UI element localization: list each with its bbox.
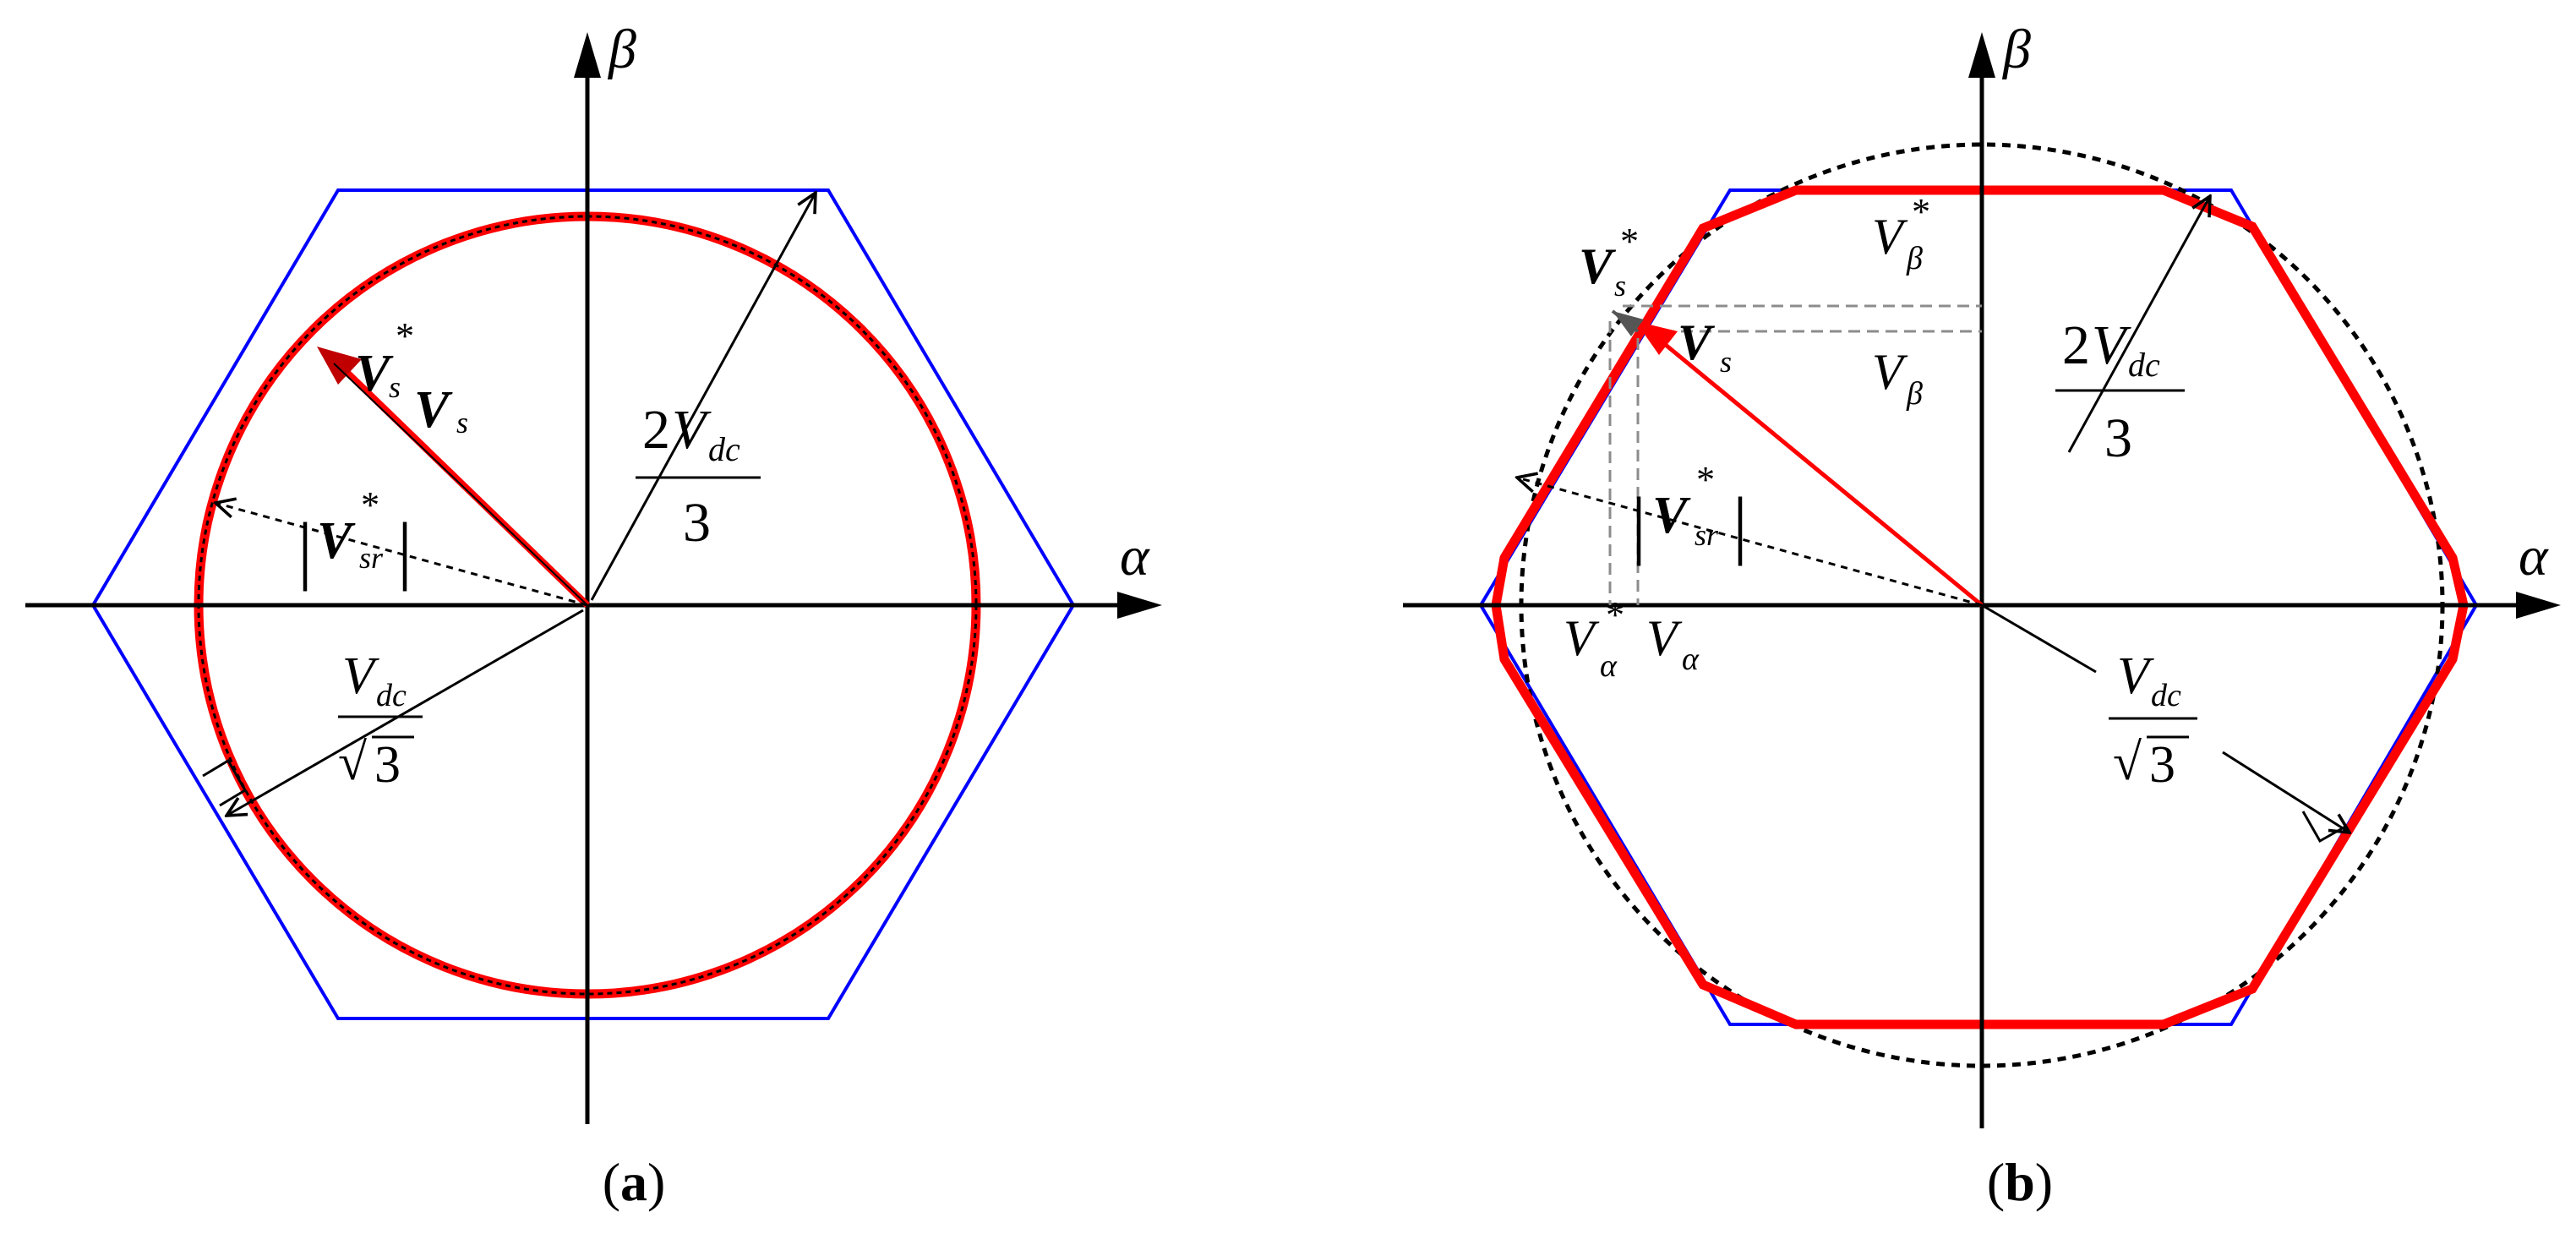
vsr-radius-line-b xyxy=(1517,478,1983,607)
frac-num-two-a: 2 xyxy=(642,399,670,461)
panel-b: β α V * s V s V * β V β | V * sr | V * α… xyxy=(1403,19,2561,1212)
vs-star-vector xyxy=(333,363,588,606)
vs-star-label-a: V xyxy=(355,345,394,402)
projection-lines xyxy=(1608,304,1982,605)
right-angle-mark-b xyxy=(2301,811,2346,844)
vs-star-label-b: V xyxy=(1579,238,1617,294)
vsr-sup-b: * xyxy=(1695,459,1713,500)
caption-a: (a) xyxy=(603,1152,666,1212)
frac-num-two-b: 2 xyxy=(2062,314,2090,376)
vdc-num-sub-b: dc xyxy=(2151,678,2181,713)
vbeta-sub: β xyxy=(1906,376,1923,412)
vs-star-sup-b: * xyxy=(1618,221,1637,262)
beta-label-a: β xyxy=(607,19,636,80)
abs-bar-right-a: | xyxy=(397,508,412,592)
two-vdc-over-three-pointer-b xyxy=(2067,196,2210,453)
vs-vector-b xyxy=(1651,332,1984,607)
frac-num-sub-a: dc xyxy=(708,430,740,468)
vs-label-b: V xyxy=(1678,314,1716,370)
valpha-star-sub: α xyxy=(1600,648,1618,684)
panel-a: β α V * s V s | V * sr | 2 V dc 3 V dc √… xyxy=(25,19,1162,1212)
vsr-sub-b: sr xyxy=(1695,518,1719,552)
vdc-over-sqrt3-pointer-b xyxy=(1981,603,2097,674)
right-angle-mark-a xyxy=(202,758,248,807)
frac-den-three-b: 3 xyxy=(2104,407,2132,469)
vdc-over-sqrt3-pointer-b2 xyxy=(2222,751,2350,833)
beta-axis-arrowhead xyxy=(574,32,601,78)
vdc-num-v-b: V xyxy=(2117,647,2154,705)
vs-star-sub-a: s xyxy=(389,370,401,404)
abs-bar-left-b: | xyxy=(1631,483,1646,566)
valpha-label: V xyxy=(1646,610,1683,666)
vdc-num-sub-a: dc xyxy=(376,678,407,713)
vs-sub-b: s xyxy=(1720,345,1732,379)
vs-star-sub-b: s xyxy=(1614,269,1626,303)
frac-den-three-a: 3 xyxy=(683,492,711,554)
vsr-sub-a: sr xyxy=(359,541,384,575)
frac-num-v-a: V xyxy=(672,399,712,461)
vdc-num-v-a: V xyxy=(342,647,379,705)
vsr-label-a: V xyxy=(317,512,356,570)
vbeta-star-label: V xyxy=(1872,209,1908,265)
vs-star-sup-a: * xyxy=(394,315,412,357)
vs-sub-a: s xyxy=(456,406,468,440)
sqrt-three-a: 3 xyxy=(374,736,401,794)
sqrt-three-b: 3 xyxy=(2149,736,2175,794)
sqrt-sign-b: √ xyxy=(2113,734,2142,791)
vdc-over-sqrt3-pointer xyxy=(226,609,584,816)
valpha-star-sup: * xyxy=(1604,594,1623,636)
frac-num-v-b: V xyxy=(2092,314,2131,376)
frac-num-sub-b: dc xyxy=(2128,346,2160,384)
vs-star-arrowhead-b xyxy=(1613,311,1644,336)
vsr-sup-a: * xyxy=(359,484,378,526)
sqrt-sign-a: √ xyxy=(338,734,367,791)
abs-bar-left-a: | xyxy=(297,508,313,592)
vbeta-label: V xyxy=(1872,344,1908,400)
beta-label-b: β xyxy=(2001,19,2031,80)
valpha-star-label: V xyxy=(1564,610,1600,666)
vs-label-a: V xyxy=(414,381,453,439)
vs-vector-arrowhead xyxy=(317,347,362,385)
alpha-axis-arrowhead-b xyxy=(2516,592,2561,619)
vbeta-star-sub: β xyxy=(1906,241,1923,276)
vsr-label-b: V xyxy=(1652,487,1691,544)
vs-vector-arrowhead-b xyxy=(1635,321,1678,355)
abs-bar-right-b: | xyxy=(1733,483,1748,566)
two-vdc-over-three-pointer xyxy=(590,193,816,601)
vbeta-star-sup: * xyxy=(1910,191,1929,232)
beta-axis-arrowhead-b xyxy=(1968,32,1995,78)
valpha-sub: α xyxy=(1682,642,1700,677)
caption-b: (b) xyxy=(1987,1152,2053,1212)
alpha-label-b: α xyxy=(2519,526,2549,587)
vsr-radius-line xyxy=(216,503,588,607)
alpha-label-a: α xyxy=(1120,526,1150,587)
alpha-axis-arrowhead xyxy=(1117,592,1162,619)
